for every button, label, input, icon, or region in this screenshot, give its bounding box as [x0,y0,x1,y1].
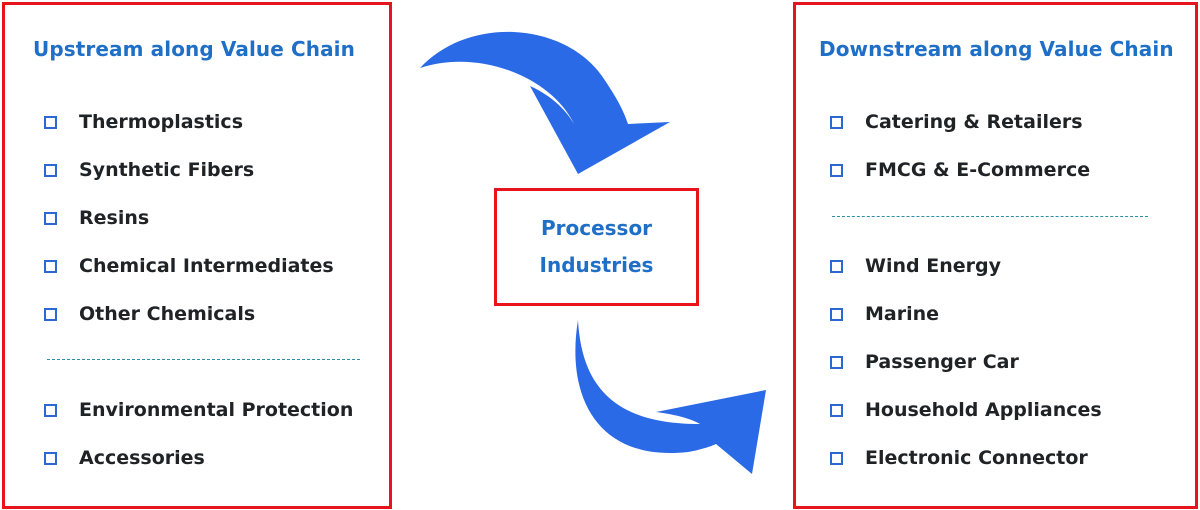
list-item-label: Electronic Connector [865,447,1088,469]
list-item-label: Accessories [79,447,205,469]
list-item: Other Chemicals [44,301,255,327]
list-item: Thermoplastics [44,109,243,135]
list-item-label: Resins [79,207,150,229]
list-item-label: Catering & Retailers [865,111,1083,133]
upstream-title: Upstream along Value Chain [33,37,355,61]
processor-label-line2: Industries [539,253,654,277]
list-item: Chemical Intermediates [44,253,334,279]
list-item-label: Chemical Intermediates [79,255,334,277]
list-item: Passenger Car [830,349,1019,375]
curved-arrow-up-right-icon [575,320,766,474]
list-item-label: Household Appliances [865,399,1102,421]
square-bullet-icon [44,259,57,273]
list-item: Wind Energy [830,253,1001,279]
square-bullet-icon [830,115,843,129]
list-item-label: FMCG & E-Commerce [865,159,1091,181]
square-bullet-icon [44,163,57,177]
list-item-label: Passenger Car [865,351,1019,373]
list-item-label: Marine [865,303,940,325]
square-bullet-icon [830,163,843,177]
list-item-label: Thermoplastics [79,111,244,133]
square-bullet-icon [830,307,843,321]
upstream-divider [47,359,360,360]
square-bullet-icon [44,211,57,225]
square-bullet-icon [44,451,57,465]
list-item: Marine [830,301,939,327]
square-bullet-icon [44,403,57,417]
processor-box: Processor Industries [494,188,699,306]
square-bullet-icon [830,403,843,417]
list-item-label: Environmental Protection [79,399,354,421]
square-bullet-icon [830,451,843,465]
square-bullet-icon [830,259,843,273]
list-item: Electronic Connector [830,445,1088,471]
processor-label-line1: Processor [540,216,653,240]
square-bullet-icon [44,307,57,321]
downstream-title: Downstream along Value Chain [819,37,1174,61]
upstream-panel: Upstream along Value Chain Thermoplastic… [2,2,392,509]
list-item: FMCG & E-Commerce [830,157,1090,183]
downstream-panel: Downstream along Value Chain Catering & … [793,2,1198,509]
curved-arrow-down-right-icon [420,31,670,175]
list-item-label: Wind Energy [865,255,1001,277]
list-item: Resins [44,205,149,231]
list-item-label: Synthetic Fibers [79,159,255,181]
processor-label: Processor Industries [507,210,687,284]
list-item: Synthetic Fibers [44,157,254,183]
list-item: Catering & Retailers [830,109,1083,135]
list-item-label: Other Chemicals [79,303,256,325]
square-bullet-icon [44,115,57,129]
list-item: Household Appliances [830,397,1102,423]
list-item: Accessories [44,445,205,471]
list-item: Environmental Protection [44,397,353,423]
square-bullet-icon [830,355,843,369]
downstream-divider [832,216,1148,217]
